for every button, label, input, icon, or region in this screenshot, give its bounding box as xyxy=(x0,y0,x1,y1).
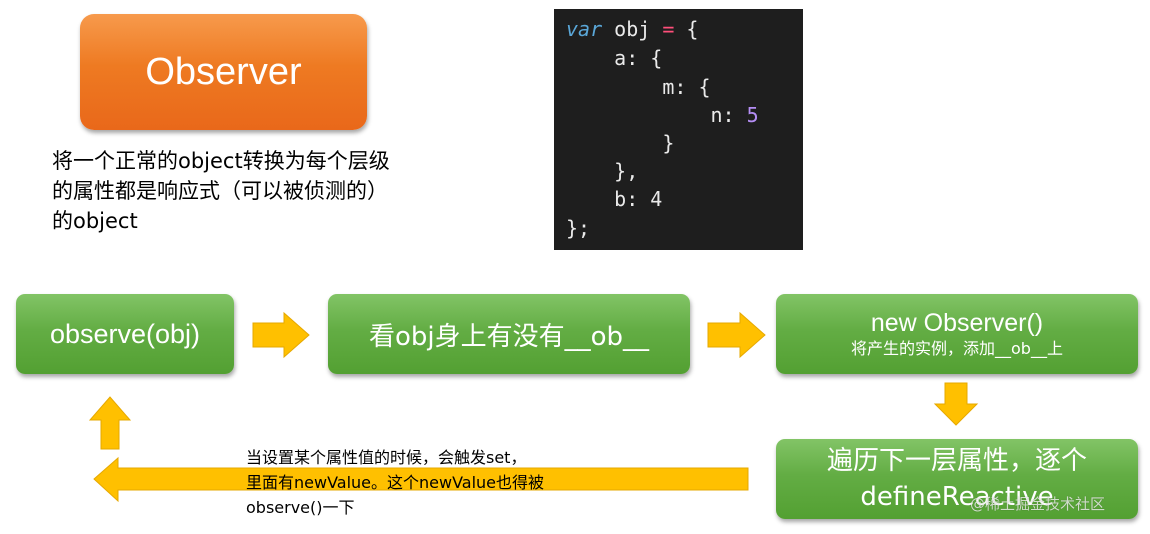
code-line: var obj = { xyxy=(566,15,698,43)
code-line: }, xyxy=(566,157,638,185)
arrow-left-icon xyxy=(93,456,749,503)
code-line: n: 5 xyxy=(566,101,759,129)
code-line: m: { xyxy=(566,73,711,101)
traverse-step-label-line1: 遍历下一层属性，逐个 xyxy=(826,446,1087,476)
code-line: } xyxy=(566,129,674,157)
description-line: 的属性都是响应式（可以被侦测的） xyxy=(52,179,388,203)
observe-step-box: observe(obj) xyxy=(16,294,234,374)
new-observer-step-label: new Observer() xyxy=(870,309,1044,337)
check-ob-step-label: 看obj身上有没有__ob__ xyxy=(368,321,650,352)
code-token: var xyxy=(566,17,603,41)
description-line: 的object xyxy=(52,209,138,233)
code-snippet: var obj = { a: { m: { n: 5 } }, b: 4 }; xyxy=(554,9,803,250)
description-line: 将一个正常的object转换为每个层级 xyxy=(52,149,390,173)
code-token: n: xyxy=(566,103,747,127)
arrow-right-icon xyxy=(252,311,310,359)
code-token: b: 4 xyxy=(566,187,663,211)
code-token: = xyxy=(662,17,675,41)
code-line: a: { xyxy=(566,44,662,72)
set-trigger-note: 当设置某个属性值的时候，会触发set， 里面有newValue。这个newVal… xyxy=(246,445,626,520)
arrow-right-icon xyxy=(707,311,766,359)
code-line: }; xyxy=(566,214,590,242)
code-token: }; xyxy=(566,216,591,240)
note-line: 当设置某个属性值的时候，会触发set， xyxy=(246,448,527,467)
note-line: observe()一下 xyxy=(246,498,355,517)
check-ob-step-box: 看obj身上有没有__ob__ xyxy=(328,294,690,374)
code-line: b: 4 xyxy=(566,185,662,213)
arrow-down-icon xyxy=(933,382,979,426)
observer-description: 将一个正常的object转换为每个层级 的属性都是响应式（可以被侦测的） 的ob… xyxy=(52,146,452,236)
observe-step-label: observe(obj) xyxy=(49,318,201,349)
code-token: }, xyxy=(566,159,639,183)
traverse-step-box: 遍历下一层属性，逐个 defineReactive xyxy=(776,439,1138,519)
note-line: 里面有newValue。这个newValue也得被 xyxy=(246,473,545,492)
new-observer-step-box: new Observer() 将产生的实例，添加__ob__上 xyxy=(776,294,1138,374)
observer-title-box: Observer xyxy=(80,14,367,130)
code-token: a: { xyxy=(566,46,663,70)
code-token: m: { xyxy=(566,75,711,99)
arrow-up-icon xyxy=(88,396,132,450)
code-token: { xyxy=(674,17,699,41)
code-token: } xyxy=(566,131,675,155)
observer-title-label: Observer xyxy=(145,50,302,93)
watermark: @稀土掘金技术社区 xyxy=(970,495,1106,513)
traverse-step-label-line2: defineReactive xyxy=(860,482,1054,512)
code-token: obj xyxy=(602,17,663,41)
new-observer-step-sublabel: 将产生的实例，添加__ob__上 xyxy=(851,339,1063,358)
code-token: 5 xyxy=(746,103,759,127)
